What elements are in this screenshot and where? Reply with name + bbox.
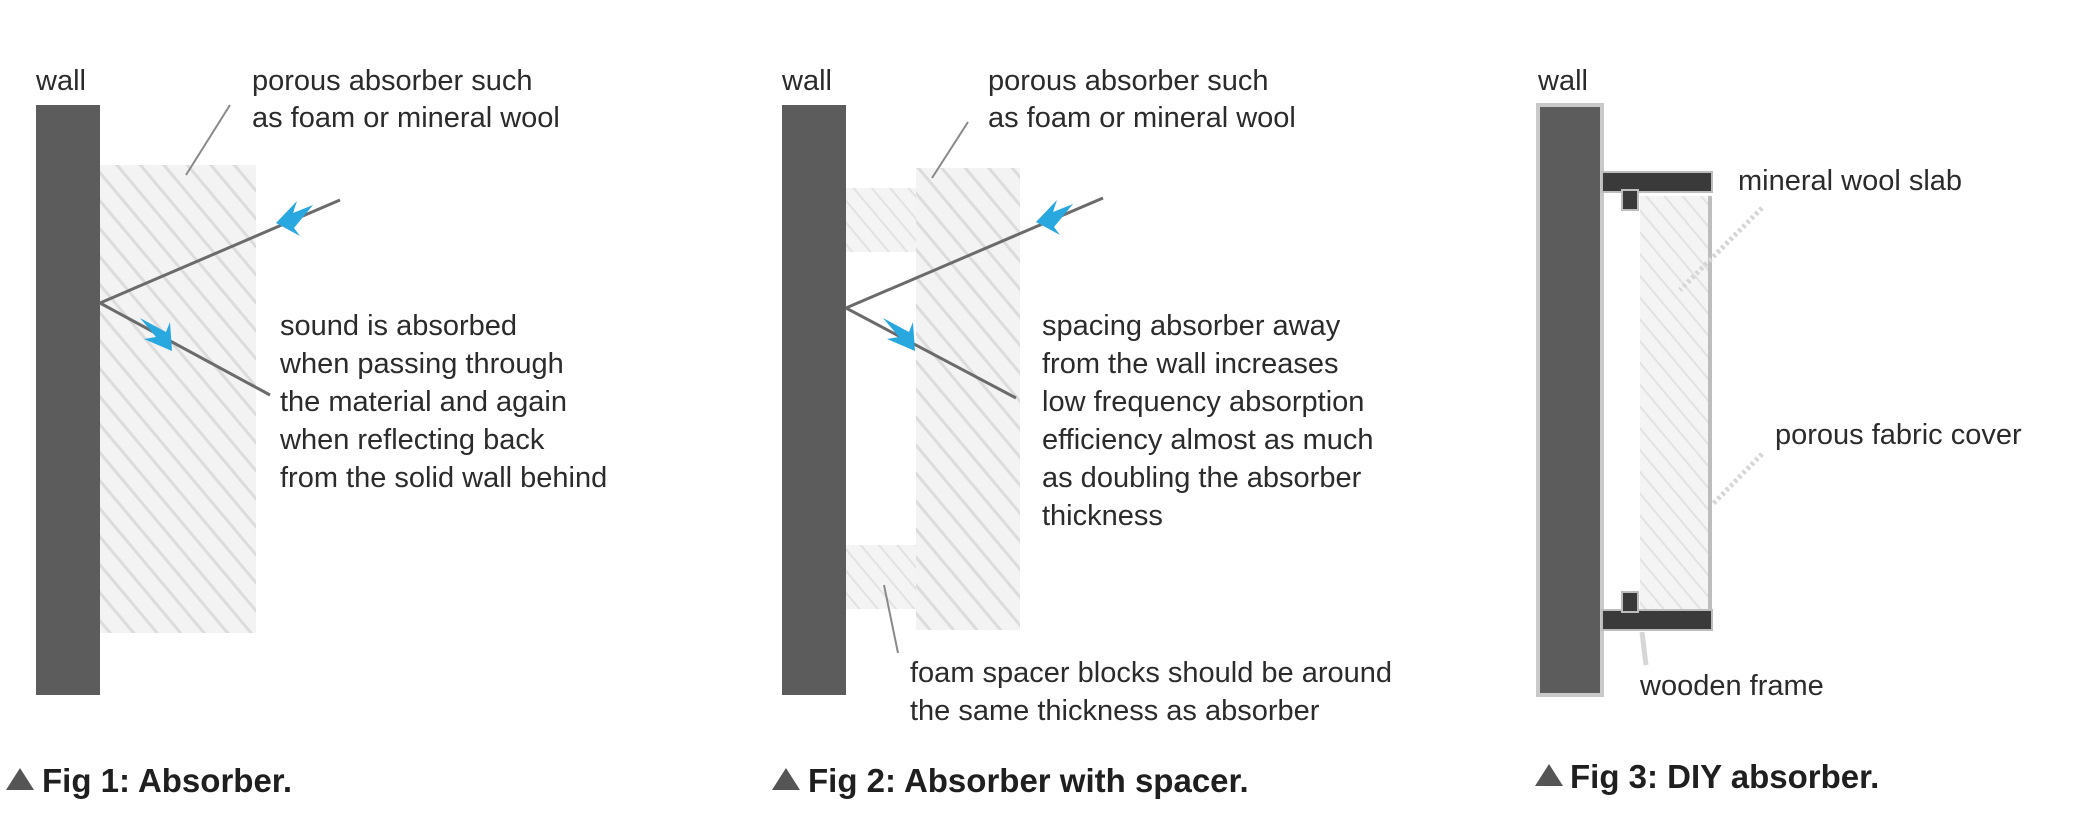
fig2-note-line1: spacing absorber away [1042, 310, 1341, 342]
fig1-absorber-leader [185, 104, 231, 176]
fig2-incoming-arrow-icon [1036, 200, 1073, 235]
fig2-note-line4: efficiency almost as much [1042, 424, 1374, 456]
fig1-note-line3: the material and again [280, 386, 567, 418]
fig2-reflected-ray [845, 306, 1017, 400]
fig3-wall-label: wall [1537, 65, 1588, 97]
fig2-wall-label: wall [781, 65, 832, 97]
fig2-note-line3: low frequency absorption [1042, 386, 1364, 418]
fig1-note-line5: from the solid wall behind [280, 462, 607, 494]
fig2-spacer-block-top [846, 188, 916, 252]
fig1-note-line2: when passing through [279, 348, 564, 380]
fig1-wall [36, 105, 100, 695]
fig2-absorber-label-line2: as foam or mineral wool [988, 102, 1296, 134]
fig1-wall-label: wall [35, 65, 86, 97]
fig2-note-line5: as doubling the absorber [1042, 462, 1362, 494]
fig1-incoming-arrow-icon [276, 201, 313, 236]
fig3-fabric-label: porous fabric cover [1775, 419, 2022, 451]
fig2-absorber-label-line1: porous absorber such [988, 65, 1269, 97]
fig3-caption: Fig 3: DIY absorber. [1570, 758, 1879, 795]
fig3-slab-label: mineral wool slab [1738, 165, 1962, 197]
fig3-mineral-wool-slab [1640, 196, 1708, 614]
fig1-reflected-arrow-icon [140, 318, 172, 351]
fig2-spacer-leader [883, 584, 899, 654]
fig1-caption: Fig 1: Absorber. [42, 762, 292, 799]
fig1-note-line1: sound is absorbed [280, 310, 517, 342]
figure-2: wall porous absorber such as foam or min… [772, 65, 1392, 799]
fig3-slab-leader [1678, 206, 1764, 292]
fig1-reflected-ray [99, 301, 271, 397]
fig2-absorber-leader [931, 121, 969, 179]
fig2-spacer-label-line1: foam spacer blocks should be around [910, 657, 1392, 689]
figure-3: wall mineral wool slab porous fabric cov… [1535, 65, 2022, 795]
fig3-wall [1536, 103, 1604, 697]
fig2-reflected-arrow-icon [883, 318, 915, 351]
figure-1: wall porous absorber such as foam or min… [6, 65, 607, 799]
fig1-porous-absorber [100, 165, 256, 633]
fig2-spacer-label-line2: the same thickness as absorber [910, 695, 1320, 727]
fig2-wall [782, 105, 846, 695]
fig3-fabric-leader [1710, 452, 1764, 507]
fig2-note-line6: thickness [1042, 500, 1163, 532]
fig1-absorber-label-line1: porous absorber such [252, 65, 533, 97]
fig2-porous-absorber [916, 168, 1020, 630]
fig3-frame-leader [1639, 631, 1649, 666]
fig2-caption-triangle-icon [772, 768, 800, 790]
fig3-caption-triangle-icon [1535, 764, 1563, 786]
fig1-absorber-label-line2: as foam or mineral wool [252, 102, 560, 134]
fig1-caption-triangle-icon [6, 768, 34, 790]
fig3-wooden-frame-top [1601, 171, 1713, 211]
fig2-caption: Fig 2: Absorber with spacer. [808, 762, 1249, 799]
fig1-note-line4: when reflecting back [279, 424, 545, 456]
fig2-spacer-block-bottom [846, 545, 916, 609]
fig3-wooden-frame-bottom [1601, 591, 1713, 631]
fig3-frame-label: wooden frame [1639, 670, 1824, 702]
fig2-note-line2: from the wall increases [1042, 348, 1339, 380]
